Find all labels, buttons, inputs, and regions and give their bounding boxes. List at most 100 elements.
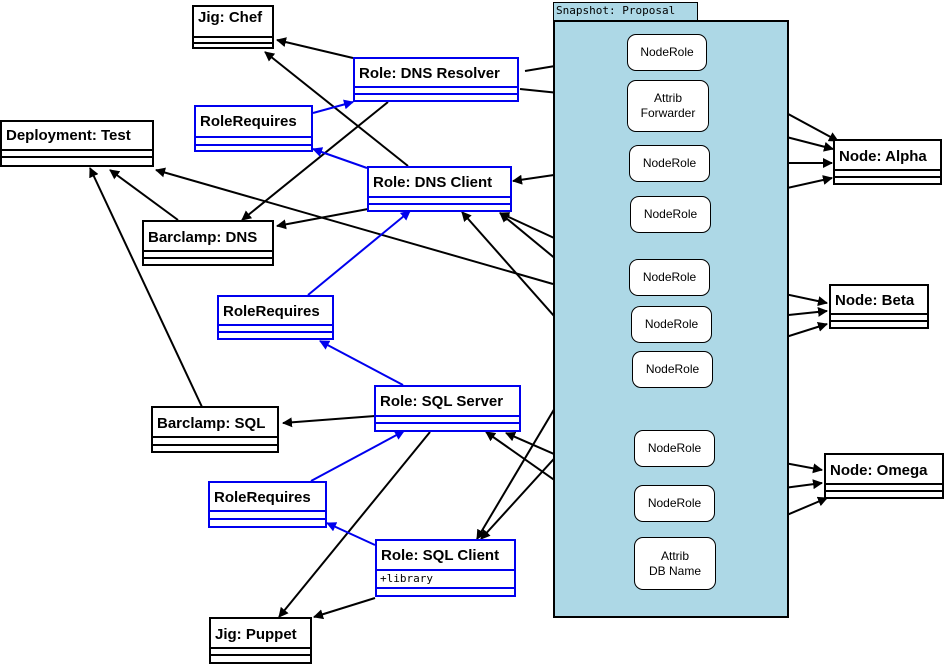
class-role-dns-client[interactable]: Role: DNS Client (367, 166, 512, 212)
class-divider (194, 42, 272, 44)
noderole-label: NodeRole (642, 270, 697, 284)
edge-sql-client-to-jig-puppet (313, 597, 376, 620)
noderole-6[interactable]: NodeRole (632, 351, 713, 388)
class-divider (211, 647, 310, 649)
edge-barclamp-sql-to-deployment (89, 167, 203, 408)
class-divider (153, 444, 277, 446)
class-barclamp-dns[interactable]: Barclamp: DNS (142, 220, 274, 266)
edge-barclamp-dns-to-deployment (109, 169, 179, 221)
class-divider (2, 149, 152, 151)
class-divider (210, 518, 325, 520)
class-rolerequires-2[interactable]: RoleRequires (217, 295, 334, 340)
noderole-8[interactable]: NodeRole (634, 485, 715, 522)
class-divider (377, 569, 514, 571)
noderole-label: NodeRole (640, 45, 694, 59)
attrib-db-name[interactable]: Attrib DB Name (634, 537, 716, 590)
class-divider (377, 587, 514, 589)
class-divider (144, 250, 272, 252)
class-title: Node: Alpha (839, 148, 927, 165)
noderole-label: NodeRole (645, 362, 700, 376)
attrib-label-line2: Forwarder (640, 106, 696, 120)
class-title: Jig: Chef (198, 9, 263, 26)
noderole-label: NodeRole (643, 207, 698, 221)
class-divider (369, 196, 510, 198)
class-divider (376, 422, 519, 424)
class-title: RoleRequires (200, 113, 297, 130)
class-rolerequires-3[interactable]: RoleRequires (208, 481, 327, 528)
edge-snapshot-to-deployment (155, 167, 554, 285)
class-divider (831, 320, 927, 322)
class-jig-chef[interactable]: Jig: Chef (192, 5, 274, 49)
noderole-1[interactable]: NodeRole (627, 34, 707, 71)
class-title: Node: Beta (835, 292, 915, 309)
class-rolerequires-1[interactable]: RoleRequires (194, 105, 313, 152)
class-title: RoleRequires (223, 303, 320, 320)
edge-sql-server-to-rolerequires2 (319, 340, 404, 386)
edge-rolerequires2-to-dns-client (307, 210, 411, 296)
class-divider (219, 324, 332, 326)
edge-rolerequires3-to-sql-server (310, 430, 405, 482)
class-deployment-test[interactable]: Deployment: Test (0, 120, 154, 167)
class-node-beta[interactable]: Node: Beta (829, 284, 929, 329)
noderole-3[interactable]: NodeRole (630, 196, 711, 233)
class-title: Node: Omega (830, 462, 928, 479)
class-divider (826, 490, 942, 492)
attrib-label-line2: DB Name (648, 563, 701, 578)
attrib-label-line1: Attrib (660, 548, 689, 563)
edge-sql-server-to-barclamp-sql (282, 415, 376, 428)
noderole-label: NodeRole (644, 317, 699, 331)
edge-sql-client-to-rolerequires3 (326, 522, 376, 546)
class-node-alpha[interactable]: Node: Alpha (833, 139, 942, 185)
noderole-label: NodeRole (642, 156, 697, 170)
class-divider (196, 136, 311, 138)
class-divider (210, 510, 325, 512)
class-divider (835, 169, 940, 171)
noderole-5[interactable]: NodeRole (631, 306, 712, 343)
edge-dns-resolver-to-jig-chef (276, 37, 354, 59)
attrib-forwarder[interactable]: Attrib Forwarder (627, 80, 709, 132)
class-divider (153, 436, 277, 438)
class-barclamp-sql[interactable]: Barclamp: SQL (151, 406, 279, 453)
class-title: Role: SQL Client (381, 547, 500, 564)
class-attribute-library: +library (380, 572, 433, 585)
class-divider (211, 654, 310, 656)
class-role-dns-resolver[interactable]: Role: DNS Resolver (353, 57, 519, 102)
class-divider (219, 331, 332, 333)
class-divider (376, 415, 519, 417)
class-divider (194, 36, 272, 38)
class-title: Role: DNS Client (373, 174, 493, 191)
noderole-label: NodeRole (647, 496, 702, 510)
edge-dns-client-to-jig-chef (264, 51, 409, 167)
class-role-sql-client[interactable]: Role: SQL Client +library (375, 539, 516, 597)
noderole-2[interactable]: NodeRole (629, 145, 710, 182)
class-title: Barclamp: DNS (148, 229, 258, 246)
edge-rolerequires1-to-dns-resolver (312, 99, 354, 114)
class-divider (144, 257, 272, 259)
snapshot-tab[interactable]: Snapshot: Proposal (553, 2, 698, 20)
class-divider (369, 203, 510, 205)
class-title: Deployment: Test (6, 127, 131, 144)
class-divider (355, 86, 517, 88)
class-divider (835, 176, 940, 178)
class-title: Role: SQL Server (380, 393, 504, 410)
edge-dns-client-to-rolerequires1 (312, 147, 368, 169)
noderole-label: NodeRole (647, 441, 702, 455)
class-divider (826, 483, 942, 485)
class-role-sql-server[interactable]: Role: SQL Server (374, 385, 521, 432)
attrib-label-line1: Attrib (653, 91, 682, 105)
class-jig-puppet[interactable]: Jig: Puppet (209, 617, 312, 664)
edge-dns-resolver-to-barclamp-dns (241, 101, 389, 221)
class-divider (831, 313, 927, 315)
class-title: RoleRequires (214, 489, 311, 506)
class-divider (2, 156, 152, 158)
noderole-4[interactable]: NodeRole (629, 259, 710, 296)
class-divider (355, 93, 517, 95)
class-divider (196, 144, 311, 146)
class-node-omega[interactable]: Node: Omega (824, 453, 944, 499)
class-title: Barclamp: SQL (157, 415, 266, 432)
edge-sql-server-to-jig-puppet (278, 431, 431, 618)
class-title: Role: DNS Resolver (359, 65, 500, 82)
class-title: Jig: Puppet (215, 626, 297, 643)
noderole-7[interactable]: NodeRole (634, 430, 715, 467)
